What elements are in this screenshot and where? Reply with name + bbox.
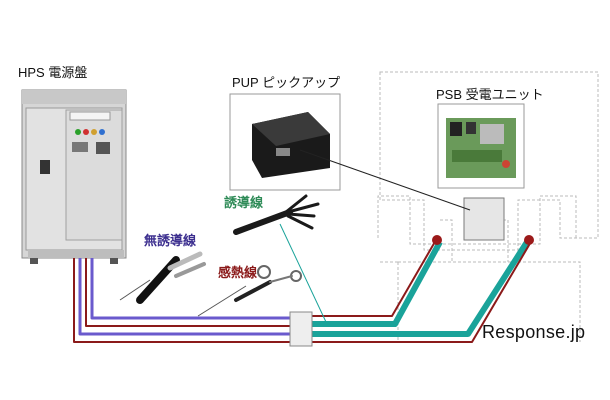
induction-wire-photo [233,194,320,235]
hps-cabinet [21,89,127,264]
thermal-wire-photo [234,265,302,302]
induction-wire-label: 誘導線 [224,195,264,210]
junction-box [289,311,313,347]
vehicle-outline [377,71,599,342]
psb-label: PSB 受電ユニット [436,87,544,102]
cables [73,239,533,343]
hps-label: HPS 電源盤 [18,65,88,80]
watermark: Response.jp [482,322,586,342]
leader-thermal [197,285,247,317]
pup-block [463,197,505,241]
terminal-right [524,235,534,245]
leader-non-induction [119,279,151,301]
pup-label: PUP ピックアップ [232,75,341,90]
psb-photo [437,103,525,189]
non-induction-wire-label: 無誘導線 [144,233,197,248]
pup-photo [229,93,341,191]
non-induction-wire-photo [136,251,206,304]
leader-induction [279,223,327,323]
thermal-wire-label: 感熱線 [218,265,258,280]
terminal-left [432,235,442,245]
pup-connector-line [299,149,471,211]
